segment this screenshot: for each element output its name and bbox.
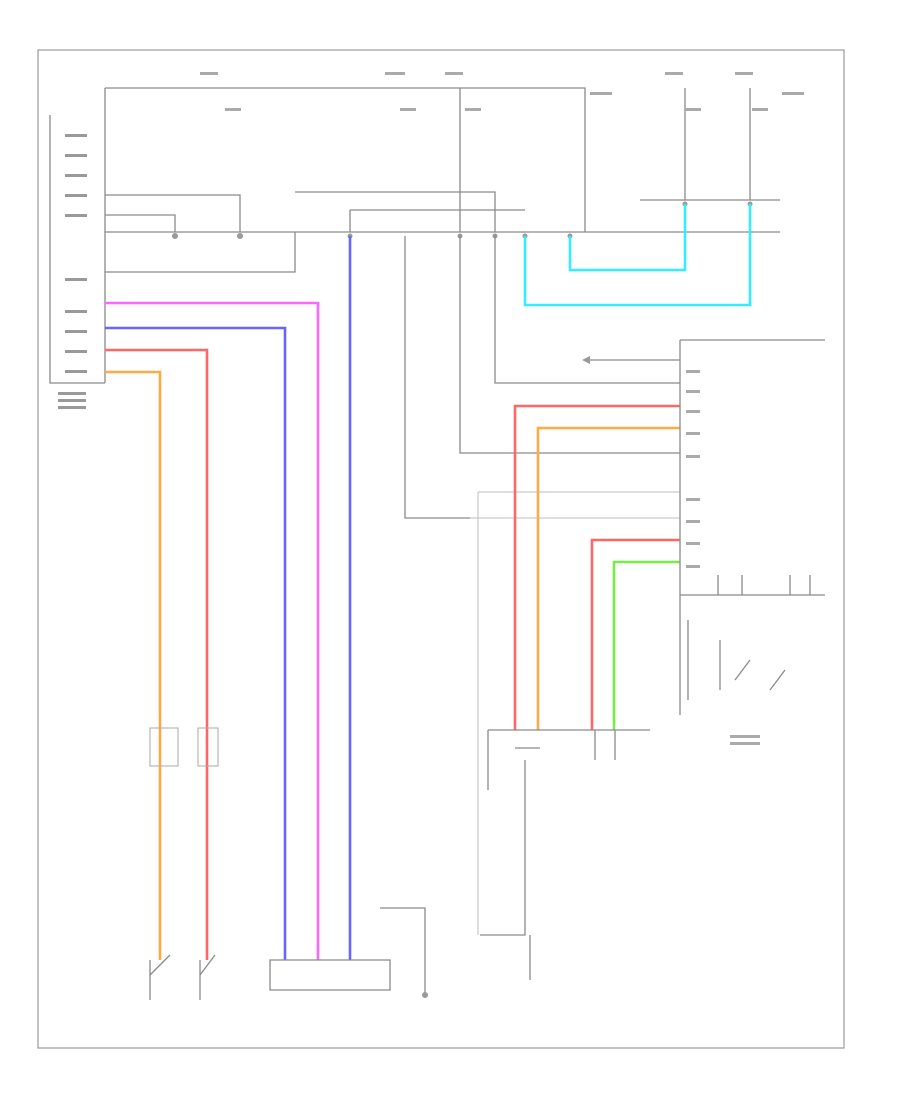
cyan-wires xyxy=(523,204,752,307)
switch-assembly-right xyxy=(480,729,650,980)
bottom-left-sensors xyxy=(149,954,216,1000)
orange-wire-left xyxy=(105,370,162,960)
bottom-center-module xyxy=(269,907,428,998)
switch-assembly-left xyxy=(149,727,219,767)
red-wire-left xyxy=(105,348,209,960)
control-unit xyxy=(679,339,825,745)
blue-wire xyxy=(105,236,352,960)
left-connector-block xyxy=(49,88,106,409)
top-bus xyxy=(105,72,804,273)
right-control-wires xyxy=(404,236,680,935)
diagram-frame xyxy=(37,49,845,1049)
pink-wire xyxy=(105,301,320,960)
